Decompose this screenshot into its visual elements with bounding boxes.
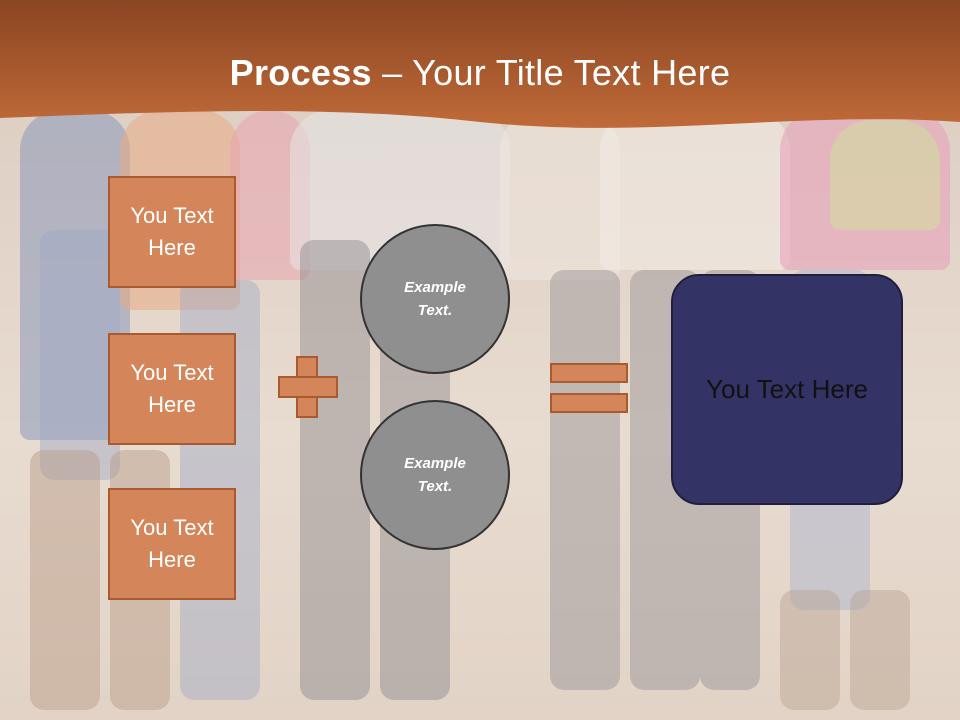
text-box-3[interactable]: You Text Here	[108, 488, 236, 600]
text-box-1[interactable]: You Text Here	[108, 176, 236, 288]
page-title: Process – Your Title Text Here	[0, 52, 960, 94]
circle-2-label: Example Text.	[404, 455, 466, 495]
title-banner	[0, 0, 960, 128]
text-box-2[interactable]: You Text Here	[108, 333, 236, 445]
circle-1-label: Example Text.	[404, 279, 466, 319]
title-rest: – Your Title Text Here	[371, 52, 731, 93]
example-circle-2[interactable]: Example Text.	[360, 400, 510, 550]
example-circle-1[interactable]: Example Text.	[360, 224, 510, 374]
result-box[interactable]: You Text Here	[671, 274, 903, 505]
title-bold: Process	[229, 52, 372, 93]
